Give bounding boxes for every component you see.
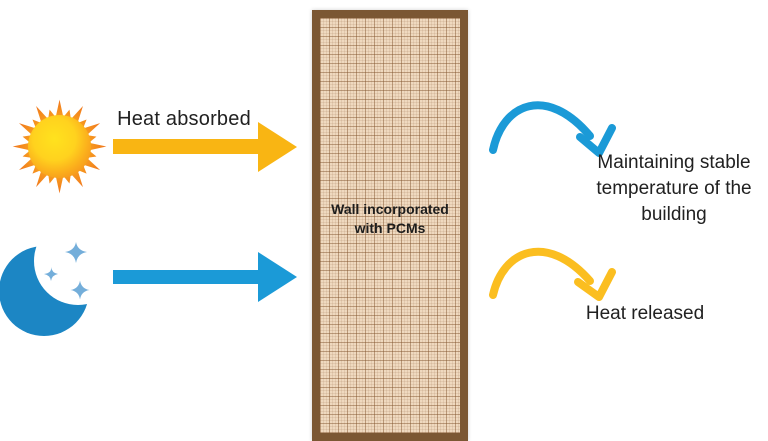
heat-absorbed-label: Heat absorbed [117, 108, 251, 130]
star-icon [44, 267, 58, 281]
moon-stars-icon [0, 233, 112, 336]
maintaining-temperature-label: Maintaining stable temperature of the bu… [578, 150, 768, 228]
wall-label-line1: Wall incorporated [331, 200, 449, 217]
sun-icon [12, 99, 107, 194]
night-heat-arrow-icon [113, 252, 297, 302]
wall-label-line2: with PCMs [354, 219, 426, 236]
maintaining-line1: Maintaining stable [597, 152, 751, 173]
maintaining-line2: temperature of the [596, 178, 752, 199]
heat-released-label: Heat released [585, 303, 705, 324]
moon-cutout [34, 233, 112, 305]
yellow-curved-arrow-icon [489, 247, 616, 301]
star-icon [65, 242, 87, 263]
heat-absorbed-arrow-icon [113, 122, 297, 172]
star-icon [70, 280, 90, 300]
maintaining-line3: building [641, 204, 707, 225]
blue-curved-arrow-icon [489, 101, 616, 157]
wall-label: Wall incorporated with PCMs [331, 200, 449, 238]
pcm-wall: Wall incorporated with PCMs [312, 10, 468, 441]
sun-disc [27, 114, 92, 179]
